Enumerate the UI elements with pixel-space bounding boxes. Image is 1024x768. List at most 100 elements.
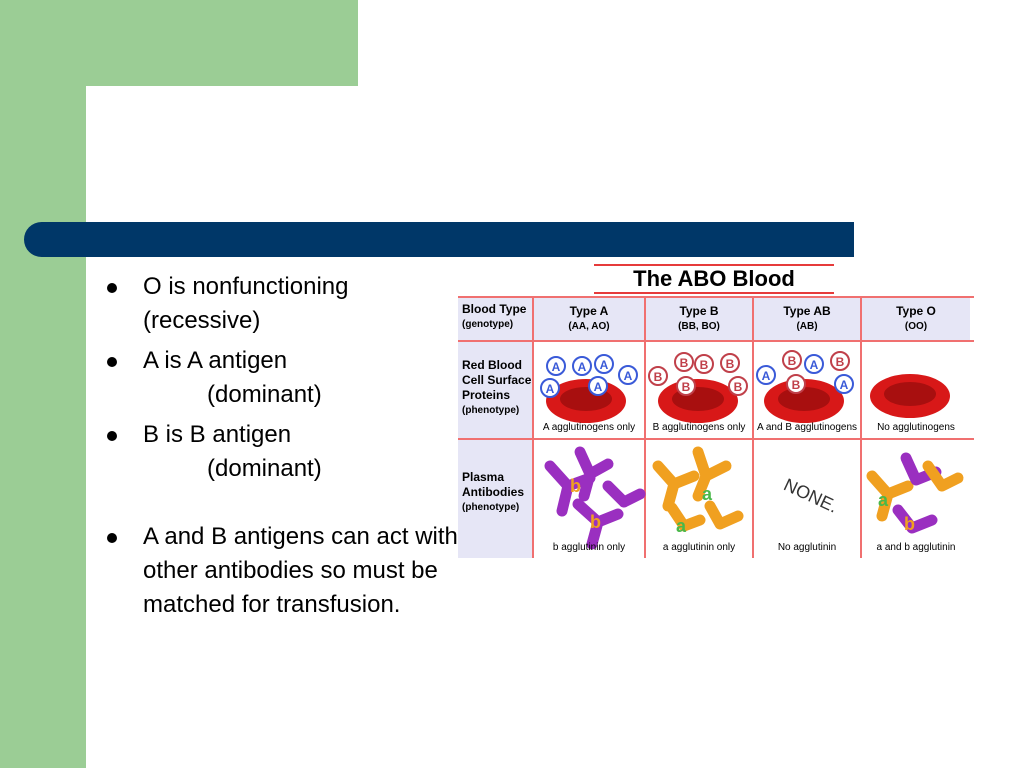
svg-text:A: A bbox=[810, 358, 819, 372]
svg-text:b: b bbox=[590, 512, 601, 532]
antigen-b-icon: B bbox=[676, 376, 696, 396]
row-label: Red Blood Cell Surface Proteins bbox=[462, 358, 532, 402]
col-type: Type A bbox=[569, 304, 609, 318]
grid-line bbox=[532, 296, 534, 558]
abo-blood-system-figure: The ABO Blood System Type A (AA, AO) Typ… bbox=[458, 262, 974, 560]
antibody-ab-cluster: a b bbox=[866, 452, 964, 534]
col-header-type-a: Type A (AA, AO) bbox=[534, 296, 644, 340]
antigen-a-icon: A bbox=[588, 376, 608, 396]
red-cell-type-b: B B B B B B bbox=[648, 352, 748, 423]
row-header-plasma-antibodies: Plasma Antibodies (phenotype) bbox=[458, 440, 532, 558]
col-genotype: (AA, AO) bbox=[568, 321, 610, 332]
slide-content-area bbox=[86, 86, 1024, 768]
col-header-type-o: Type O (OO) bbox=[862, 296, 970, 340]
antigen-a-icon: A bbox=[618, 365, 638, 385]
grid-line bbox=[458, 438, 974, 440]
plasma-caption-type-ab: No agglutinin bbox=[777, 542, 837, 553]
svg-text:a: a bbox=[676, 516, 687, 536]
bullet-dot bbox=[107, 431, 117, 441]
cell-caption-type-ab: A and B agglutinogens bbox=[756, 422, 858, 433]
antigen-a-icon: A bbox=[546, 356, 566, 376]
row-sub: (genotype) bbox=[462, 319, 514, 330]
svg-text:A: A bbox=[624, 369, 633, 383]
antigen-a-icon: A bbox=[804, 354, 824, 374]
row-sub: (phenotype) bbox=[462, 502, 520, 513]
col-type: Type O bbox=[896, 304, 936, 318]
svg-text:A: A bbox=[546, 382, 555, 396]
svg-text:A: A bbox=[552, 360, 561, 374]
col-genotype: (BB, BO) bbox=[678, 321, 720, 332]
grid-line bbox=[752, 296, 754, 558]
col-header-type-ab: Type AB (AB) bbox=[754, 296, 860, 340]
antigen-b-icon: B bbox=[786, 374, 806, 394]
svg-text:B: B bbox=[682, 380, 691, 394]
row-sub: (phenotype) bbox=[462, 405, 520, 416]
svg-text:B: B bbox=[788, 354, 797, 368]
antibody-b-cluster: b b bbox=[544, 446, 646, 550]
cell-caption-type-o: No agglutinogens bbox=[877, 422, 955, 433]
grid-line bbox=[458, 296, 974, 298]
abo-table: Type A (AA, AO) Type B (BB, BO) Type AB … bbox=[458, 296, 974, 558]
red-cell-type-o bbox=[870, 374, 950, 418]
bullet-dot bbox=[107, 283, 117, 293]
svg-text:A: A bbox=[762, 369, 771, 383]
svg-text:B: B bbox=[700, 358, 709, 372]
bullet-item-matching: A and B antigens can act with other anti… bbox=[103, 520, 463, 622]
bullet-item-b: B is B antigen (dominant) bbox=[103, 418, 463, 486]
bullet-text-cont: (recessive) bbox=[143, 307, 261, 334]
antigen-b-icon: B bbox=[648, 366, 668, 386]
antigen-b-icon: B bbox=[782, 350, 802, 370]
bullet-list: O is nonfunctioning (recessive) A is A a… bbox=[103, 270, 463, 628]
row-label: Blood Type bbox=[462, 302, 527, 316]
cell-caption-type-b: B agglutinogens only bbox=[652, 422, 746, 433]
row-label: Plasma Antibodies bbox=[462, 470, 524, 499]
svg-text:B: B bbox=[680, 356, 689, 370]
antibody-a-cluster: a a bbox=[652, 446, 744, 536]
svg-text:B: B bbox=[734, 380, 743, 394]
svg-text:a: a bbox=[878, 490, 889, 510]
plasma-caption-type-o: a and b agglutinin bbox=[876, 542, 956, 553]
antigen-a-icon: A bbox=[834, 374, 854, 394]
illustration-layer: A A A A A A B B B B B B B A bbox=[540, 350, 964, 550]
bullet-text-cont: (dominant) bbox=[207, 455, 322, 482]
antigen-a-icon: A bbox=[540, 378, 560, 398]
antigen-b-icon: B bbox=[830, 351, 850, 371]
red-cell-type-ab: B A B A B A bbox=[756, 350, 854, 423]
svg-text:A: A bbox=[594, 380, 603, 394]
svg-text:A: A bbox=[578, 360, 587, 374]
red-cell-type-a: A A A A A A bbox=[540, 354, 638, 423]
svg-text:B: B bbox=[654, 370, 663, 384]
row-header-surface-proteins: Red Blood Cell Surface Proteins (phenoty… bbox=[458, 342, 532, 438]
grid-line bbox=[860, 296, 862, 558]
col-genotype: (AB) bbox=[796, 321, 818, 332]
antigen-a-icon: A bbox=[572, 356, 592, 376]
none-label: NONE. bbox=[781, 475, 841, 517]
bullet-text: O is nonfunctioning bbox=[143, 273, 349, 300]
svg-text:B: B bbox=[726, 357, 735, 371]
antigen-b-icon: B bbox=[728, 376, 748, 396]
row-header-blood-type: Blood Type (genotype) bbox=[458, 296, 532, 340]
svg-text:A: A bbox=[840, 378, 849, 392]
svg-text:b: b bbox=[570, 476, 581, 496]
svg-text:B: B bbox=[792, 378, 801, 392]
antigen-a-icon: A bbox=[756, 365, 776, 385]
col-type: Type AB bbox=[783, 304, 831, 318]
antigen-a-icon: A bbox=[594, 354, 614, 374]
grid-line bbox=[458, 340, 974, 342]
col-genotype: (OO) bbox=[904, 321, 928, 332]
bullet-text: B is B antigen bbox=[143, 421, 292, 448]
bullet-dot bbox=[107, 357, 117, 367]
bullet-dot bbox=[107, 533, 117, 543]
bullet-text: A is A antigen bbox=[143, 347, 288, 374]
figure-title: The ABO Blood System bbox=[594, 264, 834, 317]
svg-text:a: a bbox=[702, 484, 713, 504]
bullet-text: A and B antigens can act with other anti… bbox=[143, 523, 458, 618]
plasma-caption-type-b: a agglutinin only bbox=[662, 542, 736, 553]
cell-caption-type-a: A agglutinogens only bbox=[542, 422, 636, 433]
plasma-caption-type-a: b agglutinin only bbox=[552, 542, 626, 553]
bullet-item-o: O is nonfunctioning (recessive) bbox=[103, 270, 463, 338]
top-green-frame bbox=[0, 0, 358, 86]
left-green-frame bbox=[0, 0, 86, 768]
antigen-b-icon: B bbox=[720, 353, 740, 373]
antigen-b-icon: B bbox=[694, 354, 714, 374]
